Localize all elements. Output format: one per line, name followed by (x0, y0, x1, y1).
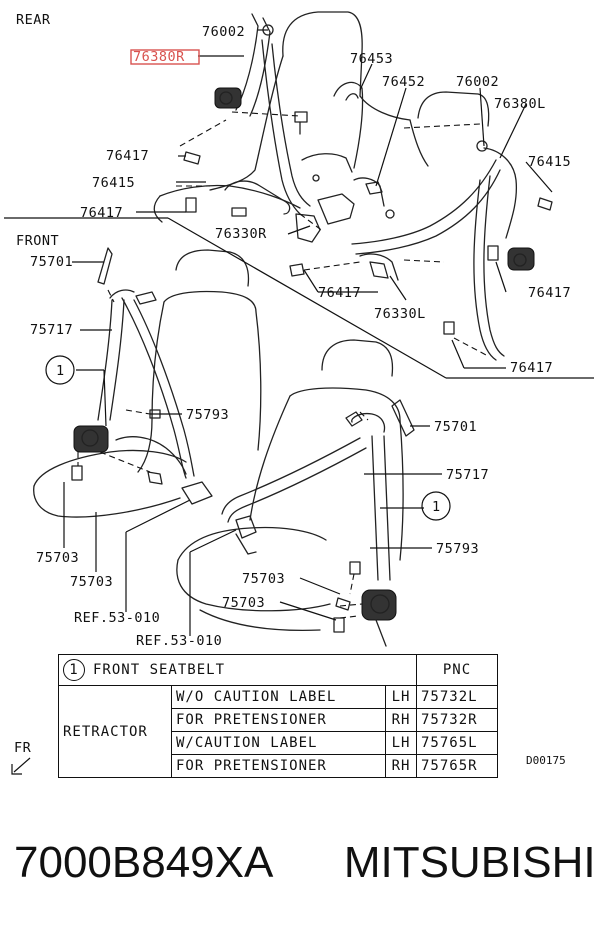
legend-row-side: RH (385, 708, 417, 732)
legend-row-pnc: 75732L (416, 685, 498, 709)
callout-ref-53-010: REF.53-010 (136, 633, 222, 649)
legend-header-title-cell: 1 FRONT SEATBELT (58, 654, 417, 686)
callout-76002: 76002 (456, 74, 499, 90)
legend-header-number: 1 (63, 659, 85, 681)
legend-row: W/CAUTION LABEL LH 75765L (59, 731, 498, 755)
legend-row-desc: W/CAUTION LABEL (171, 731, 386, 755)
callout-76417: 76417 (80, 205, 123, 221)
footer-caption: 7000B849XA MITSUBISHI (14, 838, 596, 908)
legend-row-desc: FOR PRETENSIONER (171, 708, 386, 732)
legend-header-title: FRONT SEATBELT (93, 662, 226, 678)
callout-75701: 75701 (30, 254, 73, 270)
legend-group-label: RETRACTOR (58, 685, 172, 778)
circle-callout-1: 1 (45, 355, 75, 385)
rear-section-label: REAR (16, 12, 51, 28)
callout-75701: 75701 (434, 419, 477, 435)
callout-76002: 76002 (202, 24, 245, 40)
callout-75703: 75703 (222, 595, 265, 611)
callout-76453: 76453 (350, 51, 393, 67)
callout-76330r: 76330R (215, 226, 267, 242)
callout-75717: 75717 (446, 467, 489, 483)
callout-75793: 75793 (186, 407, 229, 423)
section-dividers (4, 111, 594, 619)
callouts: 76002 76380R 76453 76452 76002 76380L 76… (30, 24, 571, 649)
callout-76417: 76417 (106, 148, 149, 164)
callout-76452: 76452 (382, 74, 425, 90)
callout-76417: 76417 (528, 285, 571, 301)
callout-75703: 75703 (36, 550, 79, 566)
fr-arrow-icon (13, 757, 31, 773)
circle-callout-1: 1 (421, 491, 451, 521)
footer-part-number: 7000B849XA (14, 838, 274, 887)
fr-marker-label: FR (14, 740, 32, 756)
front-direction-marker: FR (11, 740, 32, 775)
legend-row-desc: W/O CAUTION LABEL (171, 685, 386, 709)
callout-ref-53-010: REF.53-010 (74, 610, 160, 626)
part-highlight-box (130, 49, 200, 65)
callout-75703: 75703 (242, 571, 285, 587)
legend-row-pnc: 75732R (416, 708, 498, 732)
legend-row-side: LH (385, 685, 417, 709)
diagram-code: D00175 (526, 754, 566, 767)
callout-76380r: 76380R (133, 49, 185, 65)
rear-seat-artwork (153, 11, 553, 361)
legend-table: 1 FRONT SEATBELT PNC RETRACTOR W/O CAUTIO… (58, 654, 498, 778)
footer-brand: MITSUBISHI (343, 838, 596, 887)
legend-row: RETRACTOR W/O CAUTION LABEL LH 75732L (58, 685, 498, 778)
callout-75793: 75793 (436, 541, 479, 557)
callout-76330l: 76330L (374, 306, 426, 322)
callout-76380l: 76380L (494, 96, 546, 112)
callout-76415: 76415 (528, 154, 571, 170)
legend-row-side: RH (385, 754, 417, 778)
legend-row: FOR PRETENSIONER RH 75732R (59, 708, 498, 732)
callout-76417: 76417 (318, 285, 361, 301)
circle-callout-number: 1 (56, 363, 65, 379)
legend-row-pnc: 75765R (416, 754, 498, 778)
legend-header-row: 1 FRONT SEATBELT PNC (58, 654, 498, 686)
legend-row-side: LH (385, 731, 417, 755)
circle-callout-number: 1 (432, 499, 441, 515)
callout-76417: 76417 (510, 360, 553, 376)
callout-75703: 75703 (70, 574, 113, 590)
callout-75717: 75717 (30, 322, 73, 338)
leader-lines (63, 29, 553, 636)
legend-header-pnc: PNC (416, 654, 498, 686)
legend-row-pnc: 75765L (416, 731, 498, 755)
legend-row-desc: FOR PRETENSIONER (171, 754, 386, 778)
legend-row: FOR PRETENSIONER RH 75765R (59, 754, 498, 778)
callout-76415: 76415 (92, 175, 135, 191)
fr-arrowhead-icon (11, 764, 22, 775)
front-section-label: FRONT (16, 233, 59, 249)
